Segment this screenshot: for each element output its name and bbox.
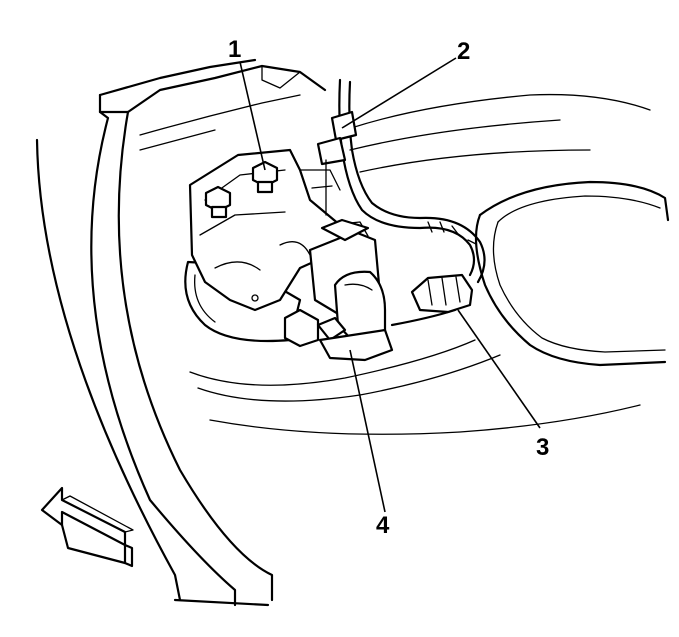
electrical-connector bbox=[410, 273, 474, 314]
floor-contours bbox=[189, 93, 651, 435]
callout-1: 1 bbox=[228, 36, 242, 63]
callout-4: 4 bbox=[376, 512, 390, 539]
mounting-nuts bbox=[204, 160, 279, 219]
harness-clip bbox=[311, 110, 358, 216]
direction-arrow-icon bbox=[40, 486, 134, 568]
callout-2: 2 bbox=[457, 38, 471, 65]
wheel-well bbox=[474, 180, 670, 367]
callout-3: 3 bbox=[536, 434, 550, 461]
actuator-body bbox=[283, 218, 394, 362]
leader-lines bbox=[239, 57, 541, 513]
body-panel bbox=[35, 58, 327, 607]
